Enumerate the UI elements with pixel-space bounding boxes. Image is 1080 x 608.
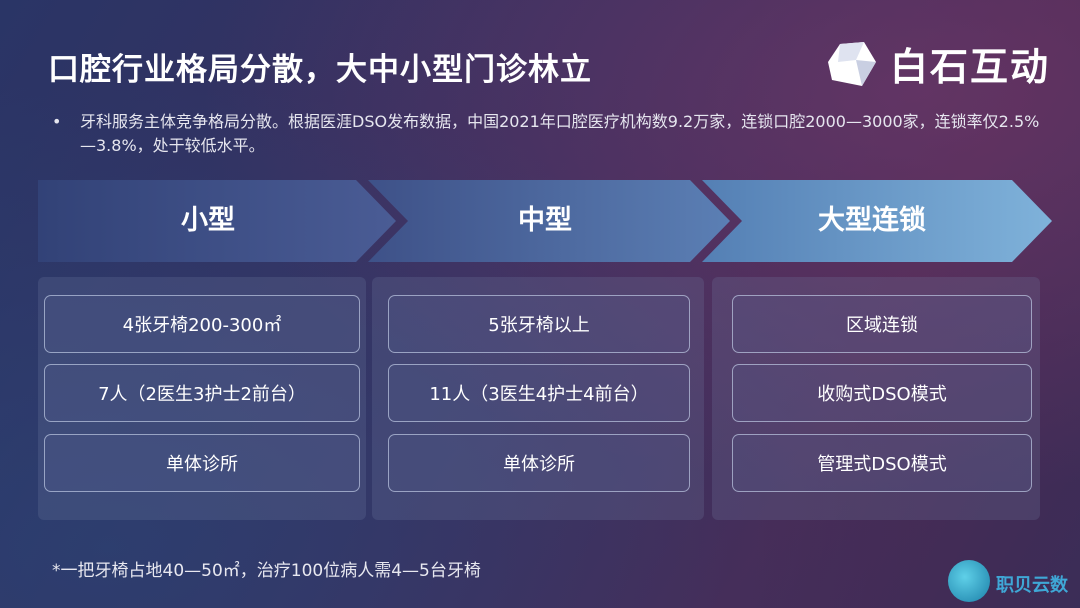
brand-logo: 白石互动 <box>826 36 1050 91</box>
watermark-badge: 职贝云数 <box>948 560 1068 602</box>
arrow-small <box>38 180 396 262</box>
arrow-medium <box>368 180 730 262</box>
medium-item-2: 11人（3医生4护士4前台） <box>388 364 690 422</box>
badge-text: 职贝云数 <box>996 575 1068 596</box>
tier-label-medium: 中型 <box>518 205 572 236</box>
panel-medium: 5张牙椅以上 11人（3医生4护士4前台） 单体诊所 <box>372 277 704 520</box>
page-title: 口腔行业格局分散，大中小型门诊林立 <box>48 52 592 88</box>
tier-label-small: 小型 <box>181 205 235 236</box>
tier-label-large: 大型连锁 <box>818 205 926 236</box>
large-item-2: 收购式DSO模式 <box>732 364 1032 422</box>
small-item-2: 7人（2医生3护士2前台） <box>44 364 360 422</box>
bullet-text: 牙科服务主体竞争格局分散。根据医涯DSO发布数据，中国2021年口腔医疗机构数9… <box>80 112 1040 155</box>
bullet-item: • 牙科服务主体竞争格局分散。根据医涯DSO发布数据，中国2021年口腔医疗机构… <box>52 110 1042 158</box>
large-item-1: 区域连锁 <box>732 295 1032 353</box>
medium-item-1: 5张牙椅以上 <box>388 295 690 353</box>
footnote: *一把牙椅占地40—50㎡，治疗100位病人需4—5台牙椅 <box>52 561 481 581</box>
small-item-1: 4张牙椅200-300㎡ <box>44 295 360 353</box>
small-item-3: 单体诊所 <box>44 434 360 492</box>
logo-text: 白石互动 <box>890 45 1051 89</box>
panel-large: 区域连锁 收购式DSO模式 管理式DSO模式 <box>712 277 1040 520</box>
medium-item-3: 单体诊所 <box>388 434 690 492</box>
arrow-large <box>702 180 1052 262</box>
panel-small: 4张牙椅200-300㎡ 7人（2医生3护士2前台） 单体诊所 <box>38 277 366 520</box>
globe-icon <box>948 560 990 602</box>
tier-arrows <box>38 180 1054 262</box>
large-item-3: 管理式DSO模式 <box>732 434 1032 492</box>
bullet-symbol: • <box>52 112 62 131</box>
crystal-stone-icon <box>828 41 876 86</box>
